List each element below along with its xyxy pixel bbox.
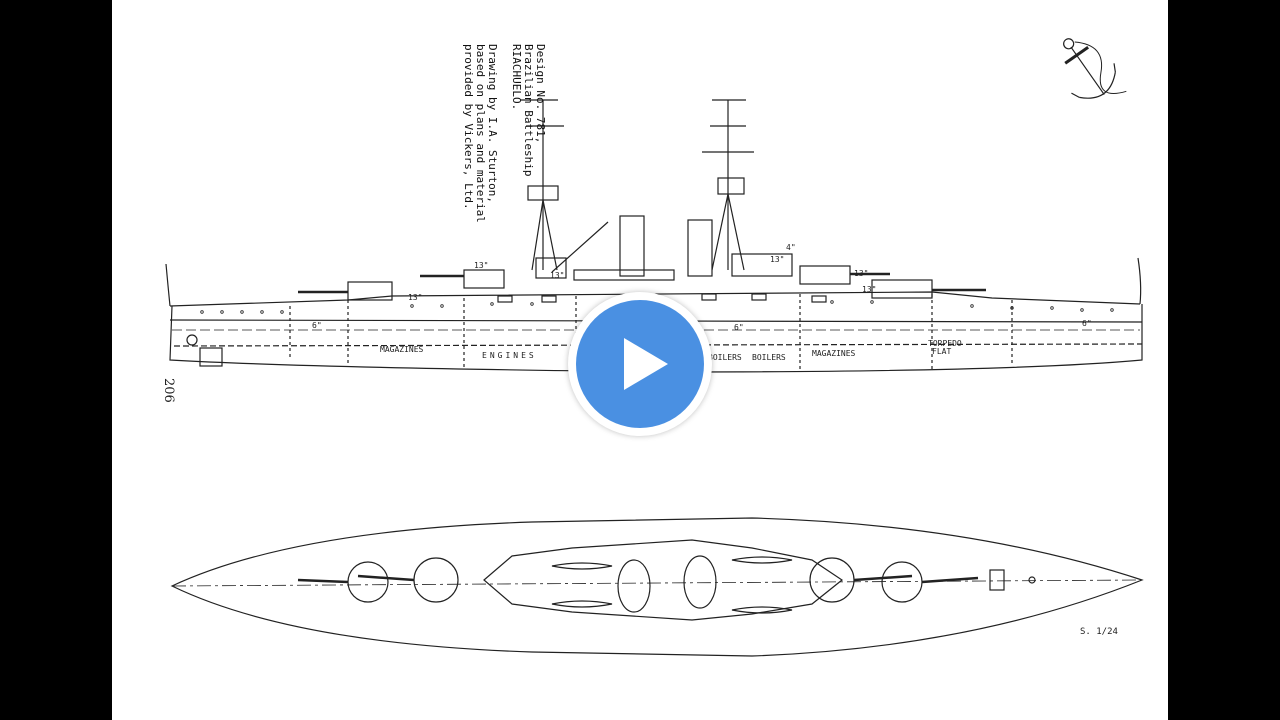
gun-label: 13" — [474, 261, 488, 270]
gun-label: 13" — [854, 269, 868, 278]
caption-line: RIACHUELO. — [510, 44, 523, 111]
gun-label: 13" — [550, 271, 564, 280]
hull-label-magazines-aft: MAGAZINES — [812, 349, 856, 358]
gun-label: 13" — [408, 293, 422, 302]
play-button[interactable] — [568, 292, 712, 436]
play-icon — [624, 338, 668, 390]
anchor-icon — [1063, 38, 1127, 99]
gun-label: 13" — [770, 255, 784, 264]
drawing-caption: Design No. 781, Brazilian Battleship RIA… — [450, 44, 550, 234]
hull-label-torpedo: TORPEDO — [928, 339, 962, 348]
caption-line: Brazilian Battleship — [522, 44, 535, 177]
gun-label: 13" — [862, 285, 876, 294]
caption-line: provided by Vickers, Ltd. — [462, 44, 475, 210]
hull-label-boilers-1: BOILERS — [708, 353, 742, 362]
play-button-circle — [576, 300, 704, 428]
caption-line: based on plans and material — [474, 44, 487, 223]
gun-label: 6" — [1082, 319, 1092, 328]
hull-label-boilers-2: BOILERS — [752, 353, 786, 362]
gun-label: 6" — [312, 321, 322, 330]
gun-label: 6" — [734, 323, 744, 332]
caption-line: Drawing by I.A. Sturton, — [486, 44, 499, 203]
page-number: 206 — [161, 378, 176, 403]
drawing-signature: S. 1/24 — [1080, 627, 1118, 637]
gun-label: 4" — [786, 243, 796, 252]
hull-label-magazines-fwd: MAGAZINES — [380, 345, 424, 354]
hull-label-engines: ENGINES — [482, 351, 537, 360]
hull-label-flat: FLAT — [932, 347, 951, 356]
caption-line: Design No. 781, — [534, 44, 547, 144]
